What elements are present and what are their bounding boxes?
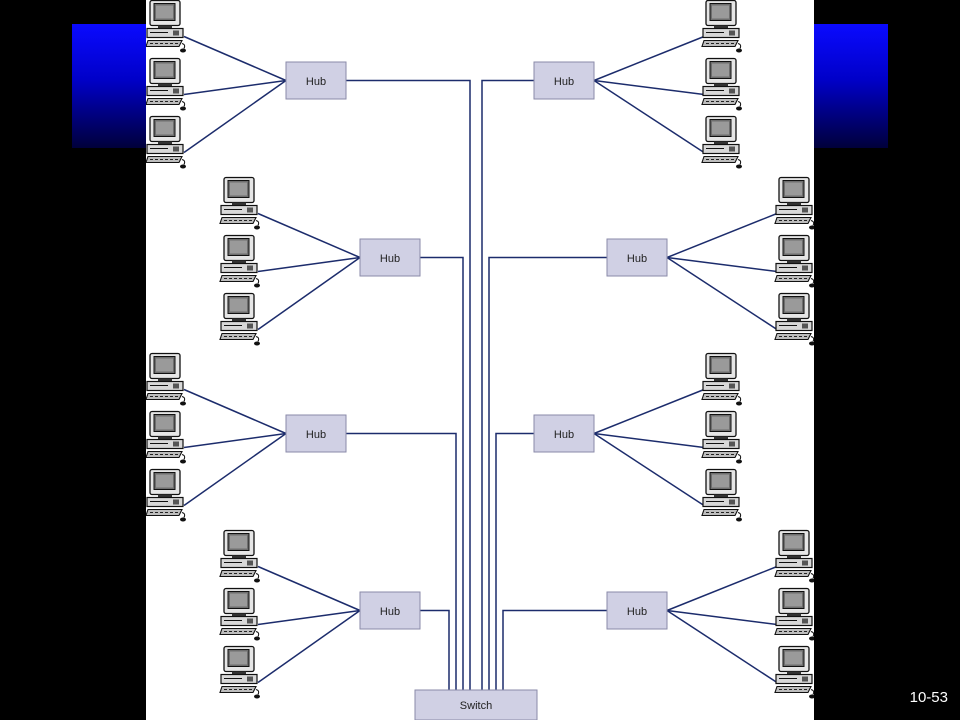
trunk-link	[502, 609, 607, 690]
computer-icon	[219, 645, 260, 699]
computer-link	[666, 565, 778, 612]
computer-link	[257, 609, 361, 684]
computer-icon	[701, 0, 742, 53]
computer-link	[666, 256, 778, 331]
hub-label: Hub	[554, 76, 574, 88]
computer-icon	[701, 468, 742, 522]
hub-label: Hub	[306, 76, 326, 88]
computer-link	[593, 79, 705, 154]
computer-link	[183, 79, 287, 96]
computer-link	[257, 256, 361, 331]
computer-icon	[774, 529, 814, 583]
computer-link	[183, 432, 287, 449]
trunk-link	[420, 256, 464, 690]
hub-box	[285, 414, 347, 453]
computer-link	[183, 388, 287, 435]
computer-icon	[701, 410, 742, 464]
computer-link	[183, 79, 287, 154]
title-band-left	[72, 24, 146, 148]
computer-link	[666, 212, 778, 259]
hub: Hub	[606, 591, 668, 630]
computer-icon	[219, 292, 260, 346]
computer-link	[257, 609, 361, 626]
hub: Hub	[606, 238, 668, 277]
computer-icon	[219, 529, 260, 583]
computer-icon	[146, 468, 186, 522]
hub: Hub	[359, 591, 421, 630]
computer-link	[183, 432, 287, 507]
hub-label: Hub	[627, 606, 647, 618]
hub-box	[285, 61, 347, 100]
computer-link	[183, 35, 287, 82]
switch-box	[414, 689, 538, 720]
computer-link	[257, 256, 361, 273]
hub-box	[359, 591, 421, 630]
hub-label: Hub	[554, 429, 574, 441]
hub-box	[606, 591, 668, 630]
computer-icon	[701, 352, 742, 406]
hub: Hub	[285, 414, 347, 453]
computer-icon	[146, 0, 186, 53]
hub-label: Hub	[306, 429, 326, 441]
hub: Hub	[359, 238, 421, 277]
title-band-right	[814, 24, 888, 148]
computer-link	[257, 212, 361, 259]
computer-link	[666, 609, 778, 626]
hub: Hub	[533, 414, 595, 453]
computer-link	[593, 388, 705, 435]
computer-icon	[219, 176, 260, 230]
computer-icon	[146, 115, 186, 169]
switch: Switch	[414, 689, 538, 720]
links-layer	[183, 35, 778, 690]
hub-box	[533, 61, 595, 100]
computer-link	[593, 432, 705, 507]
computer-link	[593, 79, 705, 96]
switch-label: Switch	[460, 700, 492, 712]
computer-icon	[701, 57, 742, 111]
computer-link	[257, 565, 361, 612]
trunk-link	[346, 432, 457, 690]
computer-icon	[774, 645, 814, 699]
hub-label: Hub	[380, 253, 400, 265]
trunk-link	[495, 432, 534, 690]
computer-icon	[774, 587, 814, 641]
computer-link	[593, 432, 705, 449]
computer-link	[593, 35, 705, 82]
switch-layer: Switch	[414, 689, 538, 720]
hub-box	[533, 414, 595, 453]
computer-link	[666, 256, 778, 273]
computer-icon	[774, 176, 814, 230]
computer-link	[666, 609, 778, 684]
hub-label: Hub	[380, 606, 400, 618]
slide-number: 10-53	[909, 689, 948, 706]
computer-icon	[219, 234, 260, 288]
hub-label: Hub	[627, 253, 647, 265]
trunk-link	[346, 79, 471, 690]
computer-icon	[146, 410, 186, 464]
computer-icon	[146, 352, 186, 406]
computer-icon	[701, 115, 742, 169]
computer-icon	[146, 57, 186, 111]
hub-box	[606, 238, 668, 277]
trunk-link	[488, 256, 607, 690]
hub-box	[359, 238, 421, 277]
computer-icon	[774, 292, 814, 346]
hub: Hub	[533, 61, 595, 100]
computer-icon	[774, 234, 814, 288]
trunk-link	[481, 79, 534, 690]
computers-layer	[146, 0, 814, 699]
hub: Hub	[285, 61, 347, 100]
trunk-link	[420, 609, 450, 690]
computer-icon	[219, 587, 260, 641]
